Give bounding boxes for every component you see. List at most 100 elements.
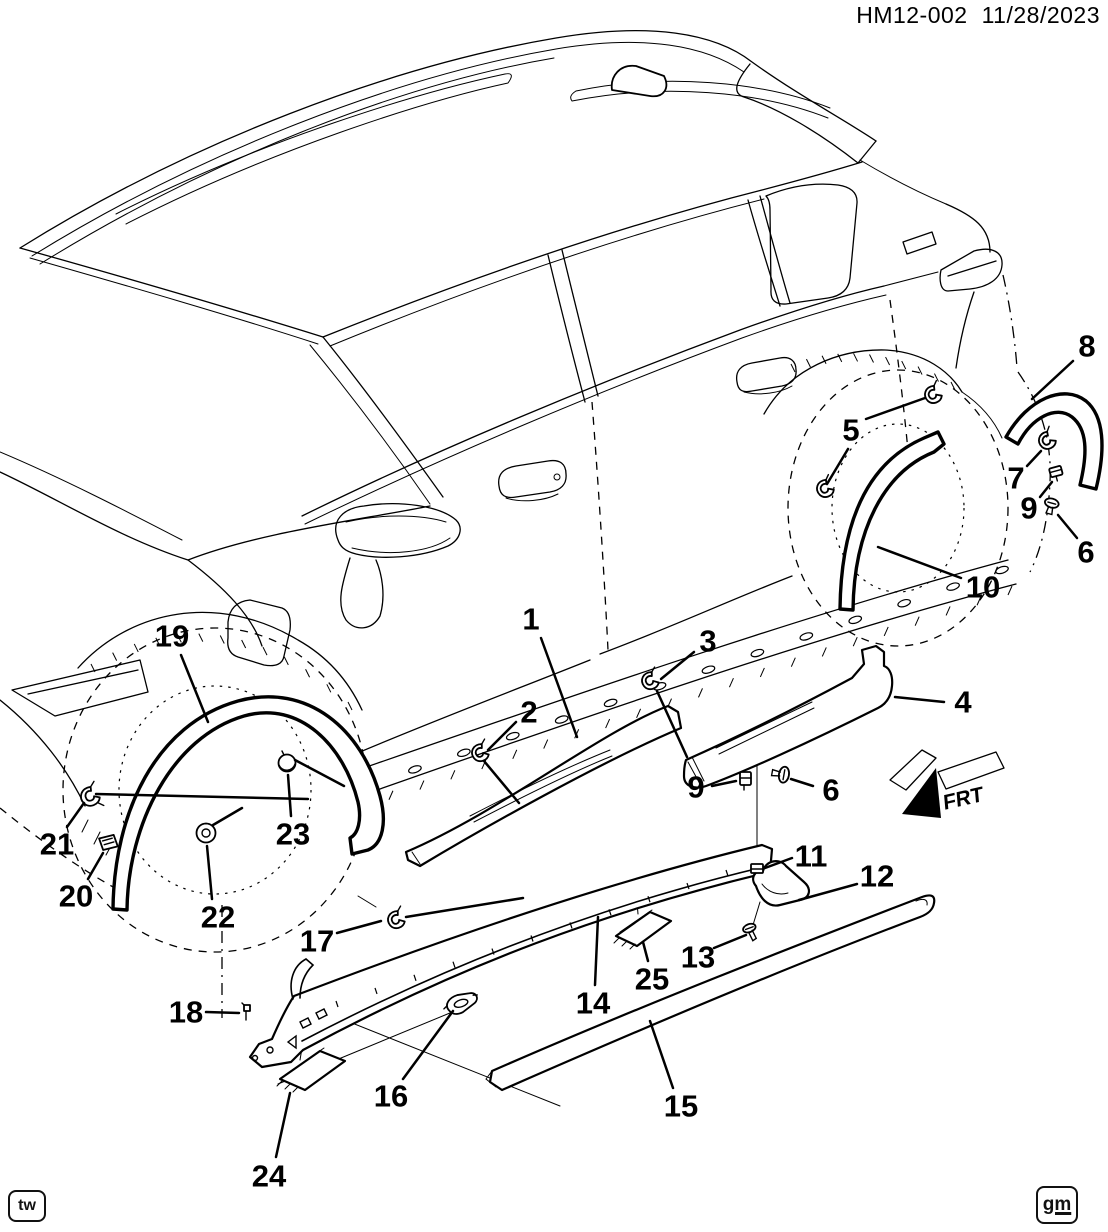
callout-14: 14	[576, 986, 611, 1021]
callout-5: 5	[842, 413, 859, 448]
leader-line-21	[94, 792, 310, 801]
leader-line-21	[65, 801, 86, 829]
clip-5-lower	[816, 473, 835, 498]
hatch-texture	[90, 353, 1013, 811]
callout-13: 13	[681, 940, 715, 975]
nut-9-mid	[739, 771, 752, 791]
screw-6-right	[1044, 497, 1060, 516]
callout-11: 11	[795, 839, 828, 874]
clip-21	[80, 780, 105, 807]
leader-line-9	[1038, 480, 1054, 499]
leader-line-20	[86, 851, 105, 881]
pin-18	[241, 1002, 251, 1021]
fuel-door	[227, 599, 291, 667]
frt-direction-arrow: FRT	[889, 749, 1005, 818]
adhesive-pad-front	[276, 1047, 347, 1093]
rear-wheel-arch-molding-front-section	[838, 430, 946, 612]
leader-line-3	[659, 650, 696, 681]
callout-4: 4	[954, 685, 972, 720]
rear-wheel-arch-molding-rear-section	[1004, 392, 1104, 491]
callout-12: 12	[860, 859, 894, 894]
leader-line-23	[286, 773, 293, 818]
adhesive-pad-rear	[613, 909, 673, 950]
rear-tire	[787, 369, 1009, 647]
drawing-number: HM12-002	[856, 2, 968, 28]
drawing-date: 11/28/2023	[981, 2, 1100, 28]
clip-2	[471, 738, 490, 763]
leader-line-6	[789, 777, 815, 788]
callout-2: 2	[520, 695, 537, 730]
leader-line-13	[712, 933, 748, 950]
screw-6-mid	[770, 765, 790, 784]
leader-line-18	[204, 1010, 241, 1015]
callout-19: 19	[155, 619, 189, 654]
rocker-lower-strip	[485, 894, 936, 1092]
leader-line-14	[593, 915, 600, 987]
callout-3: 3	[699, 624, 716, 659]
front-door-lower-molding	[404, 704, 683, 868]
leader-line-15	[648, 1019, 675, 1090]
leader-line-22	[211, 806, 244, 827]
callout-1: 1	[522, 602, 539, 637]
leader-line-22	[205, 844, 214, 901]
callout-18: 18	[169, 995, 203, 1030]
callout-21: 21	[40, 827, 74, 862]
callout-25: 25	[635, 962, 669, 997]
rocker-panel-molding	[248, 843, 774, 1069]
rear-door-lower-molding	[682, 644, 894, 789]
leader-line-19	[179, 653, 210, 724]
callout-17: 17	[300, 924, 334, 959]
leader-line-2	[482, 759, 521, 805]
front-wheel-arch-molding	[111, 695, 386, 912]
callout-10: 10	[966, 570, 1000, 605]
rear-door-handle	[735, 356, 797, 395]
leader-line-16	[401, 1009, 455, 1081]
leader-line-4	[893, 695, 946, 704]
leader-line-2	[486, 720, 518, 752]
callout-15: 15	[664, 1089, 698, 1124]
leader-line-17	[404, 896, 525, 919]
clip-7	[1038, 425, 1057, 450]
callout-6: 6	[822, 773, 839, 808]
callout-8: 8	[1078, 329, 1095, 364]
callout-layer: 1234569697810111213141516171819202122232…	[40, 329, 1096, 1194]
leader-line-25	[641, 940, 650, 963]
tw-badge: tw	[8, 1190, 46, 1222]
rocker-clip-holes	[359, 565, 1009, 791]
screw-13	[742, 922, 758, 942]
side-mirror	[335, 503, 461, 629]
leader-line-11	[763, 856, 794, 870]
taillight	[939, 248, 1003, 292]
leader-line-5	[864, 396, 927, 421]
callout-20: 20	[59, 879, 93, 914]
gm-logo: gm	[1036, 1186, 1078, 1224]
callout-23: 23	[276, 817, 310, 852]
callout-9: 9	[687, 770, 704, 805]
leader-line-10	[876, 545, 963, 580]
clip-5-upper	[924, 379, 943, 404]
leader-line-1	[539, 636, 579, 739]
nut-9-right	[1048, 465, 1064, 482]
grommet-23	[277, 750, 297, 773]
clip-16	[443, 992, 478, 1015]
leader-line-24	[274, 1091, 292, 1159]
leader-line-7	[1025, 449, 1043, 468]
callout-9: 9	[1020, 491, 1037, 526]
headlamp	[11, 659, 149, 717]
leader-line-3	[655, 689, 689, 759]
clip-17	[387, 905, 406, 930]
leader-line-5	[825, 447, 850, 486]
callout-22: 22	[201, 900, 235, 935]
callout-6: 6	[1077, 535, 1094, 570]
leader-line-8	[1030, 359, 1075, 401]
nut-11	[750, 863, 764, 874]
callout-16: 16	[374, 1079, 408, 1114]
grommet-22	[195, 822, 217, 844]
clip-20	[98, 833, 119, 851]
leader-line-12	[797, 882, 859, 902]
drawing-header: HM12-002 11/28/2023	[856, 2, 1100, 29]
callout-7: 7	[1007, 461, 1024, 496]
front-door-handle	[498, 459, 567, 502]
